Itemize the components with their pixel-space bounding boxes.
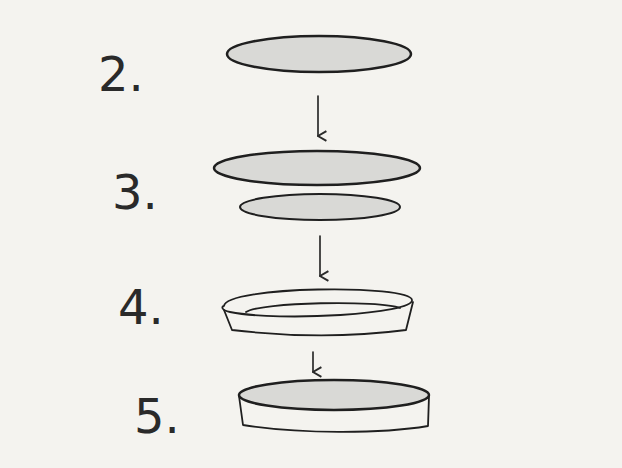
ring — [222, 289, 413, 335]
disc — [240, 194, 400, 220]
step-number: 3. — [112, 168, 158, 216]
down-arrow — [312, 352, 314, 372]
step-number: 5. — [134, 392, 180, 440]
pan — [239, 380, 429, 432]
down-arrow — [317, 96, 319, 136]
disc — [214, 151, 420, 185]
down-arrow — [319, 236, 321, 276]
step-number: 2. — [98, 50, 144, 98]
disc — [227, 36, 411, 72]
step-number: 4. — [118, 283, 164, 331]
